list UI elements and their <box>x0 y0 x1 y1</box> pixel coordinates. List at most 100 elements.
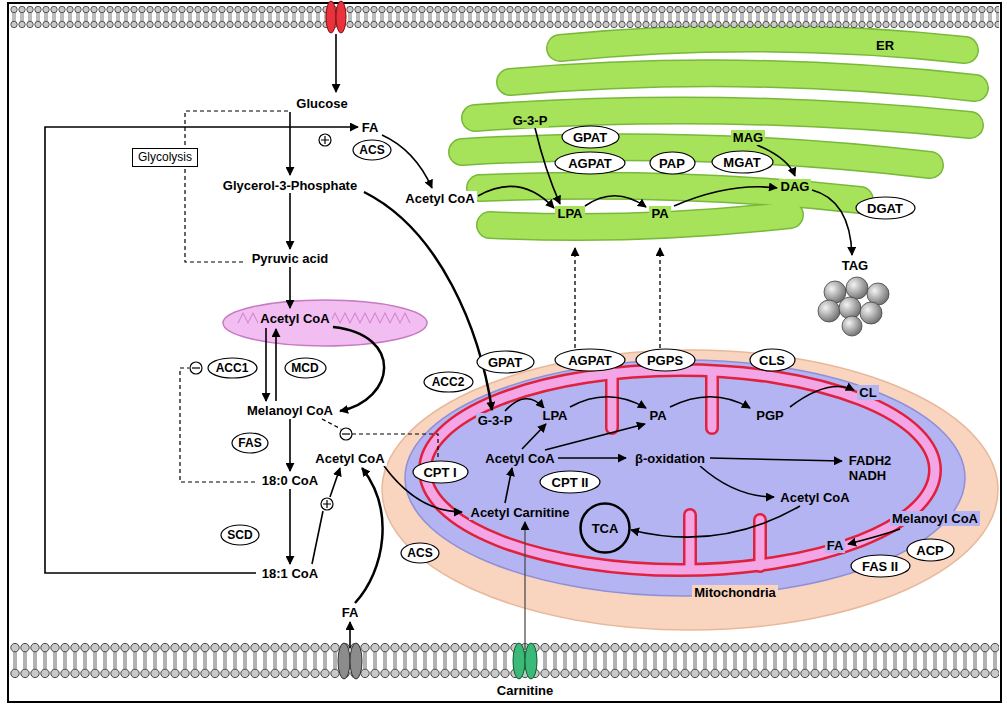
inhibition-symbol <box>190 362 202 374</box>
enzyme-oval: ACP <box>906 538 955 562</box>
reaction-arrow <box>289 112 291 175</box>
region-title-holder: Acetyl CoA <box>258 311 331 326</box>
glucose-transporter <box>326 1 346 33</box>
endoplasmic-reticulum-outline <box>440 28 995 248</box>
metabolite-label-holder: FA <box>340 605 361 620</box>
lipid-droplet <box>842 316 862 336</box>
inhibition-symbol <box>192 367 200 368</box>
enzyme-oval: DGAT <box>855 196 916 220</box>
metabolite-label: Melanoyl CoA <box>890 511 980 526</box>
mitochondrion-outline <box>382 350 998 630</box>
enzyme-oval: CLS <box>749 348 796 372</box>
enzyme-oval: FAS <box>231 432 269 454</box>
enzyme-oval-outline <box>856 197 915 219</box>
region-title: Acetyl CoA <box>258 311 331 326</box>
reaction-arrow <box>275 329 277 401</box>
enzyme-name: CPT I <box>421 465 458 480</box>
enzyme-oval: MCD <box>284 357 327 379</box>
enzyme-oval-outline <box>477 351 534 373</box>
mitochondrion-outline <box>605 372 619 428</box>
metabolite-label-holder: CL <box>857 385 878 400</box>
cell-membrane <box>10 643 999 678</box>
metabolite-label-holder: TAG <box>840 258 870 273</box>
metabolite-label: PA <box>649 206 670 221</box>
transport-connector <box>659 248 660 348</box>
metabolite-label: CL <box>857 385 878 400</box>
enzyme-name: ACC1 <box>216 361 249 375</box>
activation-symbol <box>321 136 329 144</box>
process-name: Glycolysis <box>138 150 192 165</box>
cycle-circle: TCA <box>579 502 631 554</box>
enzyme-name: PAP <box>657 156 687 171</box>
metabolite-label: Acetyl CoA <box>778 490 851 505</box>
frame-border <box>8 3 1001 702</box>
metabolite-label: Melanoyl CoA <box>245 403 335 418</box>
metabolite-label-holder: LPA <box>540 408 569 423</box>
metabolite-label: G-3-P <box>511 113 550 128</box>
metabolite-label: Acetyl Carnitine <box>469 505 572 520</box>
lipid-droplet <box>818 277 889 336</box>
metabolite-label-holder: FA <box>360 120 381 135</box>
mitochondrion-outline <box>608 372 617 428</box>
enzyme-oval: CPT I <box>412 460 469 484</box>
metabolite-label-holder: Acetyl CoA <box>483 451 556 466</box>
enzyme-oval: ACC2 <box>423 371 474 393</box>
endoplasmic-reticulum-outline <box>490 215 790 227</box>
cell-membrane <box>10 6 999 28</box>
mitochondrion-outline <box>405 360 965 596</box>
enzyme-oval-outline <box>413 461 468 483</box>
endoplasmic-reticulum-outline <box>560 38 965 50</box>
metabolite-label-holder: Acetyl CoA <box>778 490 851 505</box>
inhibition-symbol <box>340 428 352 440</box>
cycle-circle-outline <box>581 504 630 553</box>
region-title-holder: Mitochondria <box>692 585 778 600</box>
metabolite-label: FADH2 NADH <box>847 453 894 483</box>
fa-transporter <box>338 643 350 679</box>
reaction-arrow <box>330 468 340 497</box>
metabolite-label-holder: 18:1 CoA <box>260 566 320 581</box>
enzyme-oval-outline <box>636 349 695 371</box>
metabolite-label-holder: Melanoyl CoA <box>890 511 980 526</box>
reaction-line <box>312 511 323 564</box>
reaction-arrow <box>289 193 291 249</box>
reaction-arrow <box>558 457 626 459</box>
metabolite-label-holder: Acetyl CoA <box>403 191 476 206</box>
mitochondrion-outline <box>756 520 765 566</box>
enzyme-oval-outline <box>562 126 619 148</box>
small-mitochondrion-outline <box>330 313 410 323</box>
mitochondrion-outline <box>425 370 935 570</box>
enzyme-oval: GPAT <box>561 125 620 149</box>
small-mitochondrion-outline <box>223 300 427 346</box>
mitochondrion-outline <box>683 515 697 568</box>
metabolite-label-holder: DAG <box>779 179 812 194</box>
metabolite-label-holder: Glycerol-3-Phosphate <box>221 178 359 193</box>
endoplasmic-reticulum-outline <box>510 73 975 88</box>
enzyme-oval-outline <box>353 140 391 160</box>
mitochondrion-outline <box>705 372 719 428</box>
dashed-pathway <box>180 368 255 482</box>
metabolite-label: Acetyl CoA <box>403 191 476 206</box>
metabolite-label: Acetyl CoA <box>483 451 556 466</box>
metabolite-label: MAG <box>731 130 765 145</box>
endoplasmic-reticulum-outline <box>462 147 930 165</box>
mitochondrion-outline <box>380 348 1000 632</box>
enzyme-name: FAS II <box>860 559 900 574</box>
enzyme-oval-outline <box>555 152 625 174</box>
cell-membrane <box>10 6 999 678</box>
metabolite-label-holder: Melanoyl CoA <box>245 403 335 418</box>
enzyme-name: ACC2 <box>432 375 465 389</box>
metabolite-label-holder: FA <box>825 538 846 553</box>
enzyme-oval: SCD <box>220 524 260 546</box>
enzyme-oval-outline <box>540 471 600 493</box>
region-title: Mitochondria <box>692 585 778 600</box>
enzyme-name: AGPAT <box>566 156 614 171</box>
enzyme-oval: PGPS <box>635 348 696 372</box>
lipid-droplet <box>818 300 840 322</box>
enzyme-name: ACS <box>359 143 384 157</box>
metabolite-label: PGP <box>754 408 785 423</box>
enzyme-name: MCD <box>291 361 318 375</box>
metabolite-label: LPA <box>555 206 584 221</box>
